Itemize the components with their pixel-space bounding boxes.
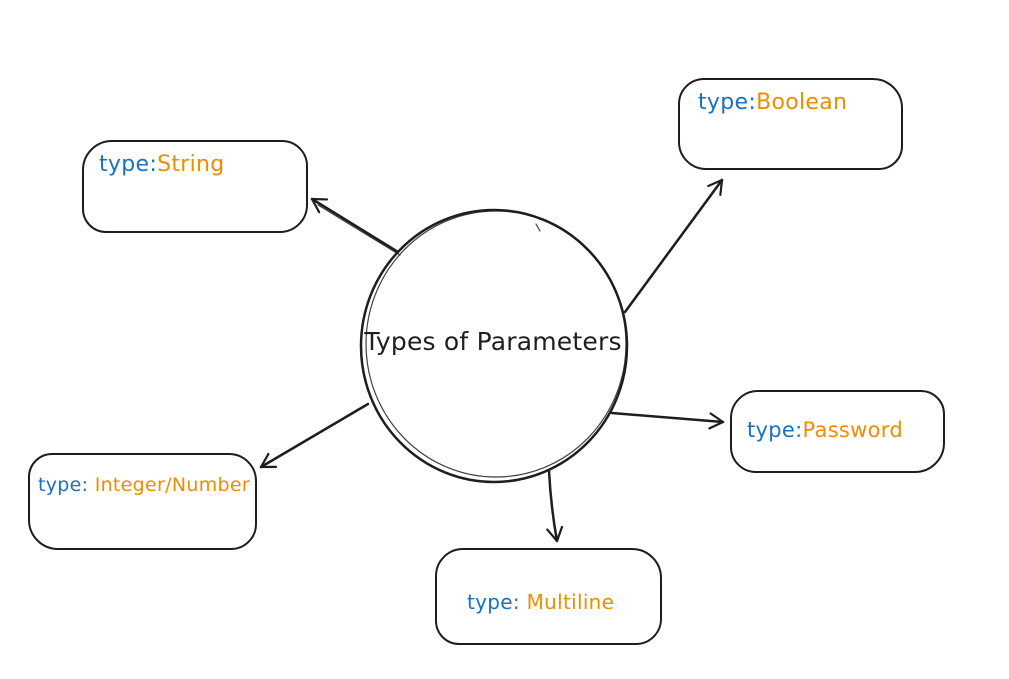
type-prefix-text: type: xyxy=(38,474,95,496)
type-value-text: Boolean xyxy=(756,90,848,115)
arrow-to-string xyxy=(310,197,400,254)
type-prefix-text: type: xyxy=(467,590,527,614)
node-label: type:String xyxy=(99,152,225,177)
node-type-string: type:String xyxy=(82,140,308,233)
type-value-text: String xyxy=(157,152,225,177)
node-label: type:Password xyxy=(747,418,903,442)
type-value-text: Multiline xyxy=(526,590,615,614)
center-circle xyxy=(359,208,629,484)
type-prefix-text: type: xyxy=(698,90,757,115)
arrow-to-password xyxy=(610,411,725,430)
type-prefix-text: type: xyxy=(747,418,803,442)
type-prefix-text: type: xyxy=(99,152,158,177)
node-type-integer-number: type: Integer/Number xyxy=(28,453,257,550)
node-label: type: Integer/Number xyxy=(38,474,250,496)
arrow-to-multiline xyxy=(546,469,564,543)
arrow-to-integer xyxy=(259,402,370,469)
node-label: type: Multiline xyxy=(467,590,614,614)
node-type-boolean: type:Boolean xyxy=(678,78,903,170)
arrow-to-string-sketch xyxy=(317,204,401,256)
pen-glitch-mark xyxy=(535,223,541,232)
arrow-to-boolean-sketch xyxy=(626,184,720,311)
node-type-multiline: type: Multiline xyxy=(435,548,662,645)
center-label: Types of Parameters xyxy=(364,327,622,356)
center-circle-outline xyxy=(359,208,629,484)
type-value-text: Password xyxy=(802,418,903,442)
type-value-text: Integer/Number xyxy=(94,474,250,496)
node-type-password: type:Password xyxy=(730,390,945,473)
center-circle-sketch-line xyxy=(365,210,627,478)
node-label: type:Boolean xyxy=(698,90,847,115)
